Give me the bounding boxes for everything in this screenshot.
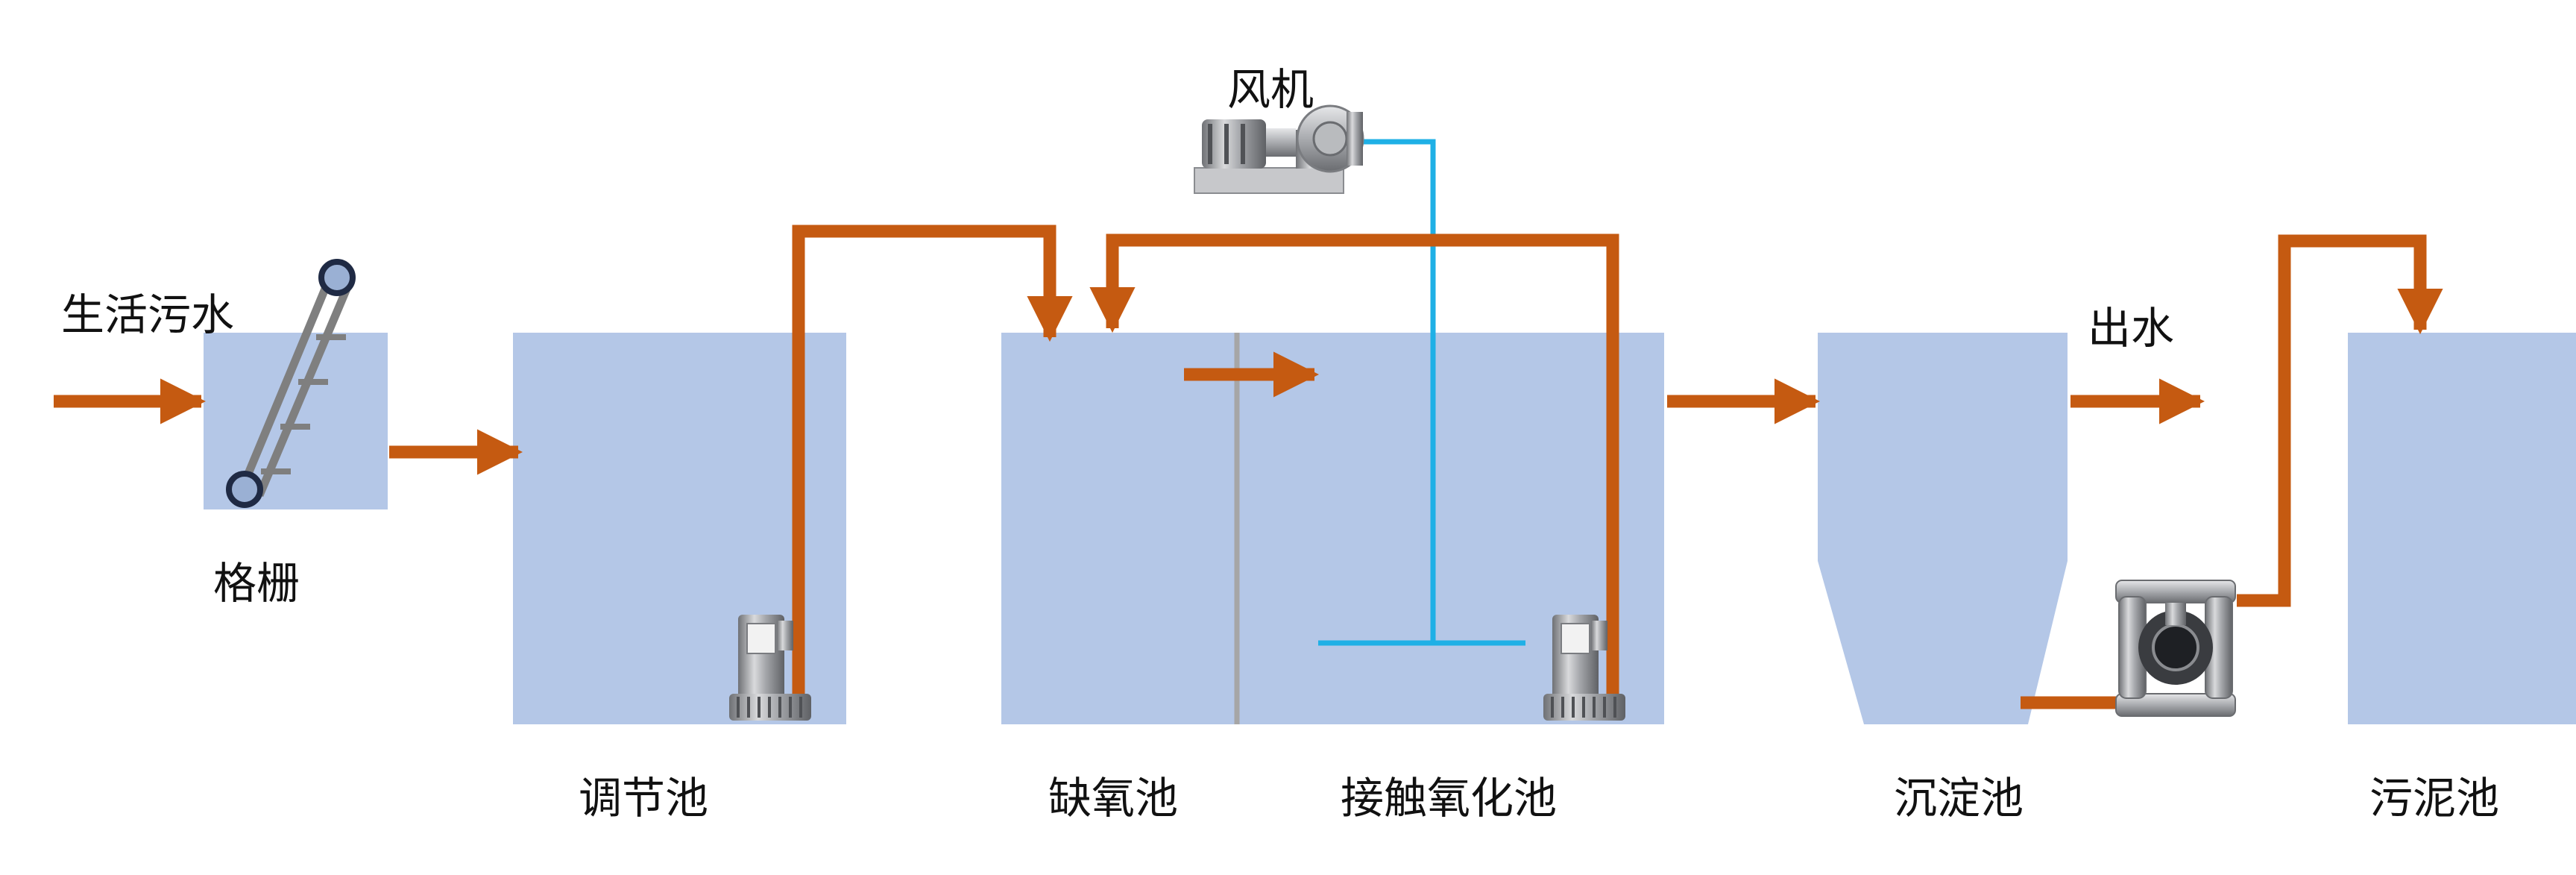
pump-contact-icon <box>1543 615 1625 721</box>
sedimentation-tank <box>1818 333 2068 724</box>
label-contact-oxidation-tank: 接触氧化池 <box>1341 773 1557 824</box>
sludge-tank <box>2348 333 2576 724</box>
label-equalization-tank: 调节池 <box>579 773 708 824</box>
label-sedimentation-tank: 沉淀池 <box>1894 773 2024 824</box>
pump-equalization-icon <box>729 615 811 721</box>
bar-screen-icon <box>226 259 356 508</box>
flow-pipes <box>54 225 2443 709</box>
label-blower: 风机 <box>1227 64 1314 115</box>
label-sludge-tank: 污泥池 <box>2369 773 2499 824</box>
label-screen: 格栅 <box>213 558 300 609</box>
blower-icon <box>1194 104 1364 194</box>
contact-oxidation-tank <box>1237 333 1664 724</box>
equalization-pump-line <box>792 225 1073 705</box>
label-inflow: 生活污水 <box>61 289 234 340</box>
reflux-line <box>1089 233 1619 705</box>
sludge-line <box>2237 234 2443 607</box>
air-pipe <box>1318 139 1525 646</box>
label-outflow: 出水 <box>2088 303 2174 354</box>
equalization-tank <box>513 333 846 724</box>
diaphragm-pump-icon <box>2115 580 2236 717</box>
anoxic-tank <box>1001 333 1237 724</box>
label-anoxic-tank: 缺氧池 <box>1048 773 1178 824</box>
